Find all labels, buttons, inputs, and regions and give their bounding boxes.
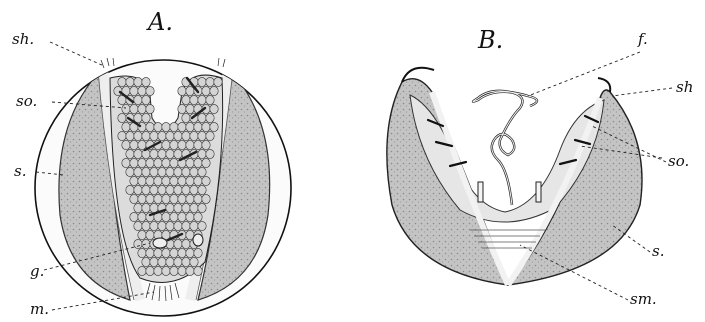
label-a-s: s. — [14, 164, 26, 179]
panel-a-drawing — [35, 42, 291, 316]
label-a-sh: sh. — [12, 32, 34, 47]
label-b-sm: sm. — [630, 292, 657, 307]
panel-b-drawing — [387, 52, 672, 300]
label-b-sh: sh — [676, 80, 693, 95]
label-b-s: s. — [652, 244, 664, 259]
label-a-so: so. — [16, 94, 37, 109]
label-b-so: so. — [668, 154, 689, 169]
label-a-g: g. — [30, 264, 44, 279]
label-a-m: m. — [30, 302, 49, 317]
panel-b-title: B. — [478, 28, 503, 52]
panel-a-title: A. — [148, 10, 173, 34]
label-b-f: f. — [638, 32, 648, 47]
